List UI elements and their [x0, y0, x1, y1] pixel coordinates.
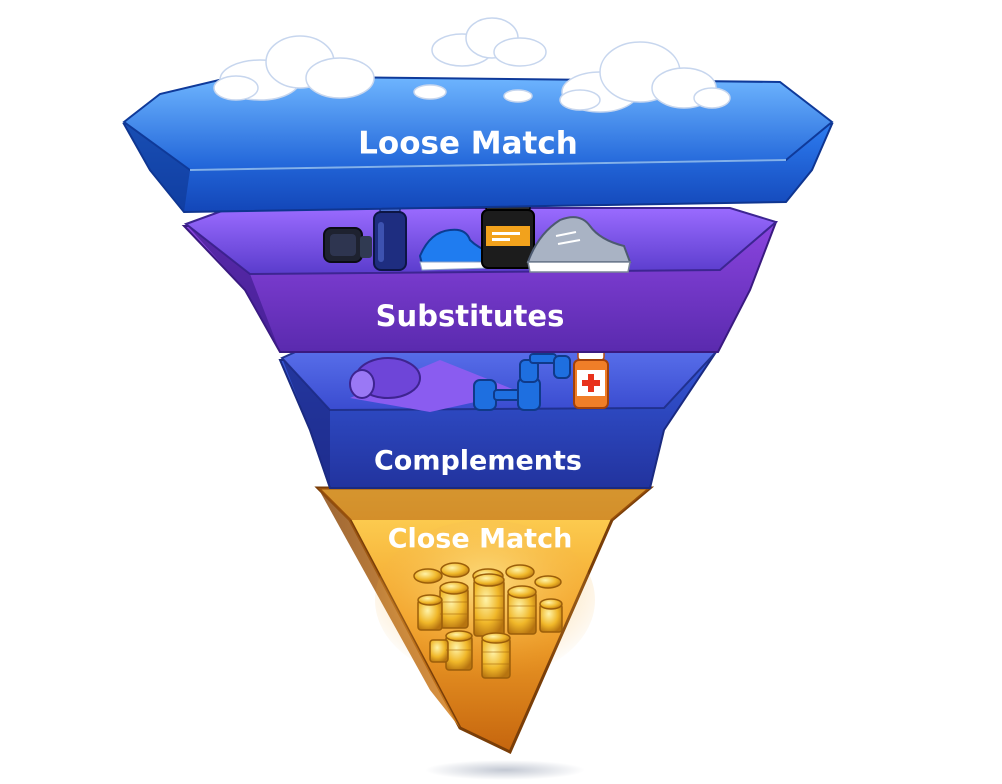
substitutes-label: Substitutes	[376, 299, 565, 333]
grey-sneaker-icon	[526, 216, 632, 273]
dumbbell-icon	[473, 353, 571, 411]
smartwatch-icon	[323, 227, 372, 263]
complements-label: Complements	[374, 446, 582, 477]
close-match-rim	[318, 488, 650, 520]
funnel-shadow	[425, 760, 585, 780]
cloud-icon-left	[213, 35, 375, 101]
cloud-icon-right	[559, 41, 731, 113]
gold-coins-icon	[413, 562, 563, 679]
blue-sneaker-icon	[418, 228, 491, 271]
tier-substitutes: Substitutes	[181, 197, 779, 353]
cloud-icon-center	[413, 17, 547, 103]
tier-loose-match: Loose Match	[122, 17, 834, 214]
tier-close-match: Close Match	[314, 486, 655, 755]
medicine-bottle-icon	[573, 347, 609, 409]
supplement-jar-icon	[481, 197, 535, 269]
loose-match-edge-highlight	[189, 159, 787, 171]
loose-match-label: Loose Match	[358, 126, 578, 162]
close-match-label: Close Match	[388, 524, 573, 555]
loose-match-left-face	[124, 122, 190, 212]
complements-left-face	[282, 358, 330, 488]
tier-complements: Complements	[278, 339, 718, 489]
